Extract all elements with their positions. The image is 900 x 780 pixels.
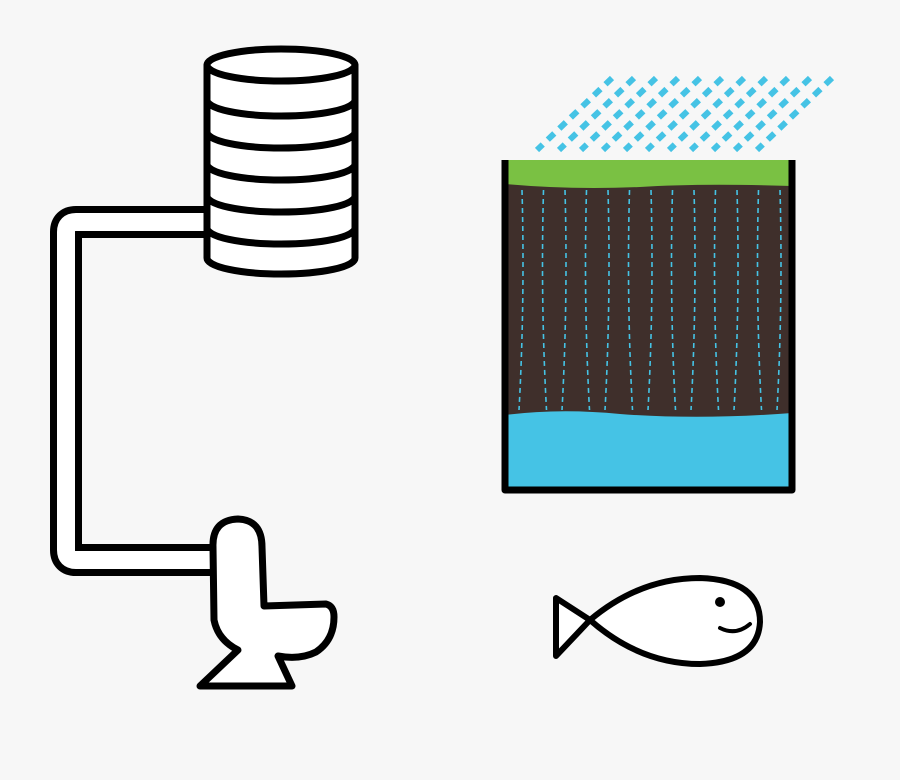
rain-streak [754, 75, 835, 153]
infiltration-line [670, 189, 677, 411]
rain-streak [622, 75, 703, 153]
fish-smile [718, 622, 752, 634]
fish-icon [553, 575, 763, 667]
rain-streak [732, 75, 813, 153]
infiltration-line [518, 189, 524, 411]
infiltration-line [733, 189, 739, 411]
rain-streak [534, 75, 615, 153]
infiltration-line [647, 189, 653, 411]
infiltration-line [776, 189, 782, 411]
rain-streak [710, 75, 791, 153]
rain-streak [666, 75, 747, 153]
soil-cross-section-icon [501, 160, 796, 494]
infiltration-line [584, 189, 591, 411]
water-tank-icon [203, 45, 359, 278]
rain-streak [644, 75, 725, 153]
rain-streak [578, 75, 659, 153]
infiltration-line [541, 189, 548, 411]
rain-streak [600, 75, 681, 153]
infiltration-line [690, 189, 696, 411]
infiltration-line [561, 189, 567, 411]
infiltration-lines [518, 189, 782, 411]
rain-streak [556, 75, 637, 153]
infiltration-line [756, 189, 763, 411]
fish-eye [715, 597, 725, 607]
toilet-icon [196, 515, 338, 690]
rain-streak [688, 75, 769, 153]
pipe-icon [50, 206, 215, 576]
infiltration-line [604, 189, 610, 411]
infiltration-line [713, 189, 720, 411]
rain-icon [534, 75, 835, 153]
infiltration-line [627, 189, 634, 411]
